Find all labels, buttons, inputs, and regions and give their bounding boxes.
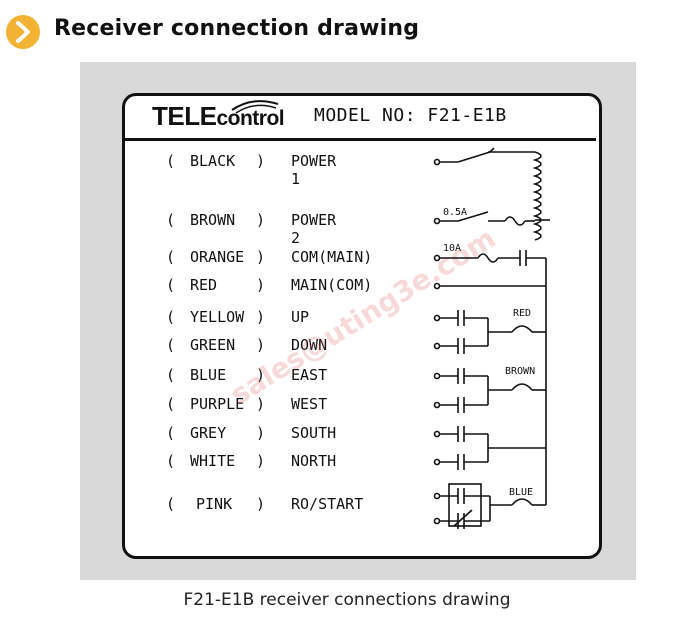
- pair-south-north: [433, 426, 546, 470]
- paren-open: (: [166, 336, 176, 354]
- model-number: MODEL NO: F21-E1B: [314, 105, 507, 126]
- paren-close: ): [256, 152, 266, 170]
- fuse-label-2: 10A: [443, 243, 461, 254]
- wire-color-label: ORANGE: [190, 248, 245, 266]
- paren-close: ): [256, 248, 266, 266]
- function-label: POWER 2: [291, 211, 337, 247]
- function-label: NORTH: [291, 452, 337, 470]
- function-label: SOUTH: [291, 424, 337, 442]
- fuse-label-1: 0.5A: [443, 207, 467, 218]
- wire-color-label: GREEN: [190, 336, 236, 354]
- paren-open: (: [166, 276, 176, 294]
- function-label: DOWN: [291, 336, 328, 354]
- chevron-right-icon: [6, 15, 40, 49]
- paren-open: (: [166, 452, 176, 470]
- paren-open: (: [166, 424, 176, 442]
- wire-color-label: PINK: [196, 495, 233, 513]
- paren-open: (: [166, 248, 176, 266]
- terminal-main: [433, 282, 441, 290]
- link-label-red: RED: [513, 308, 531, 319]
- wire-color-label: YELLOW: [190, 308, 245, 326]
- paren-open: (: [166, 152, 176, 170]
- paren-open: (: [166, 395, 176, 413]
- pair-up-down: [433, 310, 546, 354]
- brand-small: control: [216, 107, 285, 130]
- pair-east-west: [433, 368, 546, 413]
- paren-close: ): [256, 308, 266, 326]
- paren-open: (: [166, 366, 176, 384]
- paren-open: (: [166, 211, 176, 229]
- wire-color-label: RED: [190, 276, 218, 294]
- section-header: Receiver connection drawing: [0, 0, 694, 60]
- wire-color-label: WHITE: [190, 452, 236, 470]
- paren-open: (: [166, 495, 176, 513]
- transformer-coil: [532, 151, 542, 241]
- paren-close: ): [256, 424, 266, 442]
- paren-close: ): [256, 495, 266, 513]
- wire-color-label: BROWN: [190, 211, 236, 229]
- header-divider: [124, 138, 596, 141]
- terminal-com: [433, 254, 441, 262]
- function-label: MAIN(COM): [291, 276, 373, 294]
- paren-close: ): [256, 211, 266, 229]
- function-label: RO/START: [291, 495, 364, 513]
- wire-color-label: BLUE: [190, 366, 227, 384]
- brand-logo: TELEcontrol: [152, 101, 285, 132]
- function-label: POWER 1: [291, 152, 337, 188]
- function-label: UP: [291, 308, 310, 326]
- paren-close: ): [256, 336, 266, 354]
- paren-open: (: [166, 308, 176, 326]
- wire-color-label: BLACK: [190, 152, 236, 170]
- wire-color-label: PURPLE: [190, 395, 245, 413]
- function-label: WEST: [291, 395, 328, 413]
- terminal-power1: [433, 158, 441, 166]
- paren-close: ): [256, 395, 266, 413]
- paren-close: ): [256, 452, 266, 470]
- link-label-blue: BLUE: [509, 487, 533, 498]
- function-label: EAST: [291, 366, 328, 384]
- brand-bold: TELE: [152, 101, 217, 131]
- link-label-brown: BROWN: [505, 366, 535, 377]
- start-relay: [433, 483, 546, 529]
- terminal-power2: [433, 217, 441, 225]
- paren-close: ): [256, 276, 266, 294]
- figure-caption: F21-E1B receiver connections drawing: [183, 590, 511, 610]
- paren-close: ): [256, 366, 266, 384]
- wire-color-label: GREY: [190, 424, 227, 442]
- function-label: COM(MAIN): [291, 248, 373, 266]
- section-title: Receiver connection drawing: [54, 16, 420, 41]
